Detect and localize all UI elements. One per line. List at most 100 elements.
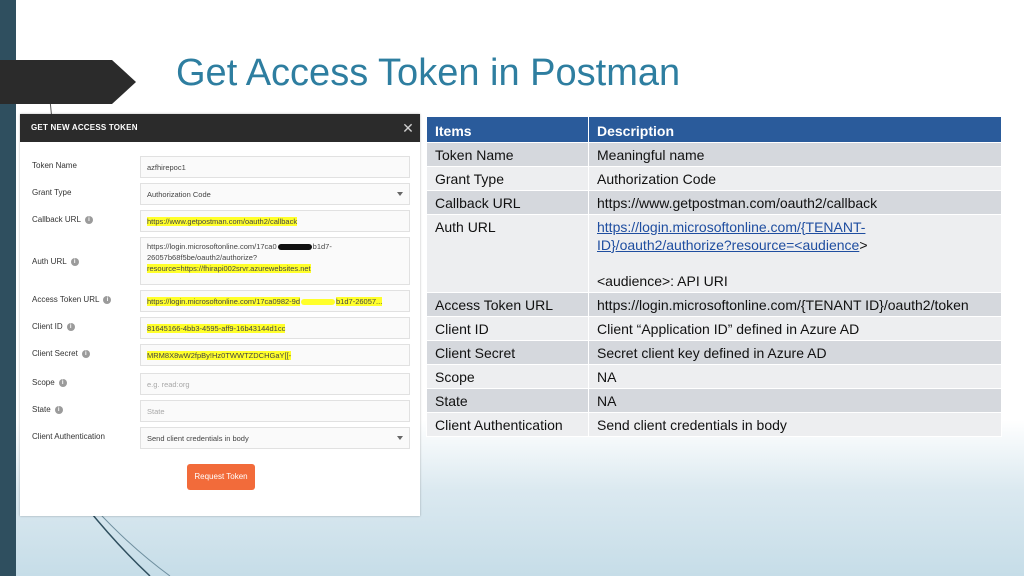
info-icon[interactable]: i bbox=[84, 215, 93, 224]
grant-type-select[interactable]: Authorization Code bbox=[140, 183, 410, 205]
table-cell-item: Callback URL bbox=[426, 190, 589, 215]
client-authentication-value: Send client credentials in body bbox=[147, 434, 249, 443]
header-items: Items bbox=[426, 116, 589, 143]
info-icon[interactable]: i bbox=[81, 349, 90, 358]
table-cell-description: Client “Application ID” defined in Azure… bbox=[588, 316, 1002, 341]
grant-type-value: Authorization Code bbox=[147, 190, 211, 199]
callback-url-label: Callback URL bbox=[32, 215, 81, 224]
auth-url-line-1: https://login.microsoftonline.com/17ca0 b… bbox=[147, 241, 403, 252]
auth-url-line-3: resource=https://fhirapi002srvr.azureweb… bbox=[147, 263, 403, 274]
table-row: Callback URL https://www.getpostman.com/… bbox=[426, 190, 1002, 215]
redaction-mark bbox=[301, 299, 336, 306]
redaction-mark bbox=[277, 244, 312, 251]
state-input[interactable]: State bbox=[140, 400, 410, 422]
title-arrow-shape bbox=[0, 60, 136, 104]
dialog-title: GET NEW ACCESS TOKEN bbox=[31, 123, 138, 132]
table-cell-description: Meaningful name bbox=[588, 142, 1002, 167]
dialog-header: GET NEW ACCESS TOKEN ✕ bbox=[20, 114, 420, 142]
grant-type-row: Grant Type Authorization Code bbox=[20, 183, 420, 205]
client-secret-label: Client Secret bbox=[32, 349, 78, 358]
access-token-url-part-b: b1d7-26057... bbox=[336, 297, 383, 306]
audience-note: <audience>: API URI bbox=[597, 273, 728, 289]
table-cell-item: Client ID bbox=[426, 316, 589, 341]
slide-title: Get Access Token in Postman bbox=[176, 52, 681, 94]
auth-url-part-a: https://login.microsoftonline.com/17ca0 bbox=[147, 242, 277, 251]
table-cell-description: NA bbox=[588, 364, 1002, 389]
table-header-row: Items Description bbox=[426, 116, 1002, 143]
client-id-input[interactable]: 81645166-4bb3-4595-aff9-16b43144d1cc bbox=[140, 317, 410, 339]
table-row: Client ID Client “Application ID” define… bbox=[426, 316, 1002, 341]
access-token-url-label: Access Token URL bbox=[32, 295, 100, 304]
table-row: Client Authentication Send client creden… bbox=[426, 412, 1002, 437]
table-cell-item: Client Secret bbox=[426, 340, 589, 365]
chevron-down-icon bbox=[397, 436, 403, 440]
auth-url-line-2: 26057b68f5be/oauth2/authorize? bbox=[147, 253, 258, 262]
info-icon[interactable]: i bbox=[70, 257, 79, 266]
close-icon[interactable]: ✕ bbox=[402, 120, 414, 136]
token-name-label: Token Name bbox=[32, 161, 77, 170]
client-id-value: 81645166-4bb3-4595-aff9-16b43144d1cc bbox=[147, 324, 286, 333]
auth-url-label: Auth URL bbox=[32, 257, 67, 266]
table-cell-description: https://www.getpostman.com/oauth2/callba… bbox=[588, 190, 1002, 215]
header-description: Description bbox=[588, 116, 1002, 143]
grant-type-label: Grant Type bbox=[32, 188, 72, 197]
client-id-label: Client ID bbox=[32, 322, 63, 331]
state-label: State bbox=[32, 405, 51, 414]
table-row: Access Token URL https://login.microsoft… bbox=[426, 292, 1002, 317]
callback-url-input[interactable]: https://www.getpostman.com/oauth2/callba… bbox=[140, 210, 410, 232]
auth-url-link[interactable]: https://login.microsoftonline.com/{TENAN… bbox=[597, 219, 866, 253]
auth-url-part-b: b1d7- bbox=[312, 242, 332, 251]
access-token-url-part-a: https://login.microsoftonline.com/17ca09… bbox=[147, 297, 301, 306]
get-new-access-token-dialog: GET NEW ACCESS TOKEN ✕ Token Name azfhir… bbox=[20, 114, 420, 516]
scope-label: Scope bbox=[32, 378, 55, 387]
client-authentication-row: Client Authentication Send client creden… bbox=[20, 427, 420, 449]
auth-url-input[interactable]: https://login.microsoftonline.com/17ca0 b… bbox=[140, 237, 410, 285]
table-cell-item: Token Name bbox=[426, 142, 589, 167]
table-cell-item: Scope bbox=[426, 364, 589, 389]
token-name-row: Token Name azfhirepoc1 bbox=[20, 156, 420, 178]
info-icon[interactable]: i bbox=[54, 405, 63, 414]
auth-url-tail: > bbox=[859, 237, 868, 253]
table-row: Client Secret Secret client key defined … bbox=[426, 340, 1002, 365]
chevron-down-icon bbox=[397, 192, 403, 196]
info-icon[interactable]: i bbox=[58, 378, 67, 387]
table-row: Token Name Meaningful name bbox=[426, 142, 1002, 167]
table-cell-description: https://login.microsoftonline.com/{TENAN… bbox=[588, 292, 1002, 317]
table-row: State NA bbox=[426, 388, 1002, 413]
info-icon[interactable]: i bbox=[66, 322, 75, 331]
client-secret-value: MRM8X8wW2fpBy!Hz0TWWTZDCHGaY[[- bbox=[147, 351, 292, 360]
table-row: Grant Type Authorization Code bbox=[426, 166, 1002, 191]
items-description-table: Items Description Token Name Meaningful … bbox=[426, 116, 1002, 437]
table-cell-description: https://login.microsoftonline.com/{TENAN… bbox=[588, 214, 1002, 293]
table-cell-description: NA bbox=[588, 388, 1002, 413]
token-name-input[interactable]: azfhirepoc1 bbox=[140, 156, 410, 178]
access-token-url-input[interactable]: https://login.microsoftonline.com/17ca09… bbox=[140, 290, 410, 312]
client-secret-input[interactable]: MRM8X8wW2fpBy!Hz0TWWTZDCHGaY[[- bbox=[140, 344, 410, 366]
callback-url-value: https://www.getpostman.com/oauth2/callba… bbox=[147, 217, 298, 226]
info-icon[interactable]: i bbox=[103, 295, 112, 304]
table-cell-item: Access Token URL bbox=[426, 292, 589, 317]
request-token-button[interactable]: Request Token bbox=[187, 464, 255, 490]
client-authentication-select[interactable]: Send client credentials in body bbox=[140, 427, 410, 449]
table-cell-description: Send client credentials in body bbox=[588, 412, 1002, 437]
auth-url-resource: resource=https://fhirapi002srvr.azureweb… bbox=[147, 264, 311, 273]
table-cell-item: Auth URL bbox=[426, 214, 589, 293]
client-authentication-label: Client Authentication bbox=[32, 432, 105, 441]
scope-input[interactable]: e.g. read:org bbox=[140, 373, 410, 395]
table-row: Auth URL https://login.microsoftonline.c… bbox=[426, 214, 1002, 293]
table-row: Scope NA bbox=[426, 364, 1002, 389]
table-cell-item: Grant Type bbox=[426, 166, 589, 191]
